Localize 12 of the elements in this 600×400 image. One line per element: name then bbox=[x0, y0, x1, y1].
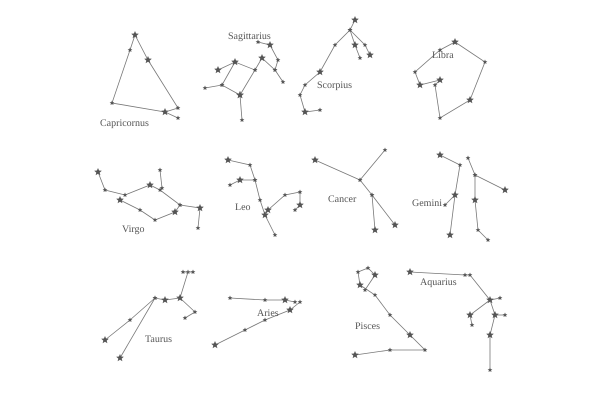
constellation-name: Sagittarius bbox=[228, 31, 271, 43]
constellation-name: Taurus bbox=[145, 334, 172, 346]
constellation-name: Libra bbox=[432, 50, 454, 62]
constellation-name: Virgo bbox=[122, 224, 145, 236]
constellation-name: Cancer bbox=[328, 194, 356, 206]
constellation-name: Pisces bbox=[355, 321, 380, 333]
constellation-name: Scorpius bbox=[317, 80, 352, 92]
constellation-name: Aries bbox=[257, 308, 279, 320]
constellation-name: Leo bbox=[235, 202, 251, 214]
constellation-name: Gemini bbox=[412, 198, 442, 210]
constellation-name: Aquarius bbox=[420, 277, 457, 289]
constellation-name: Capricornus bbox=[100, 118, 149, 130]
